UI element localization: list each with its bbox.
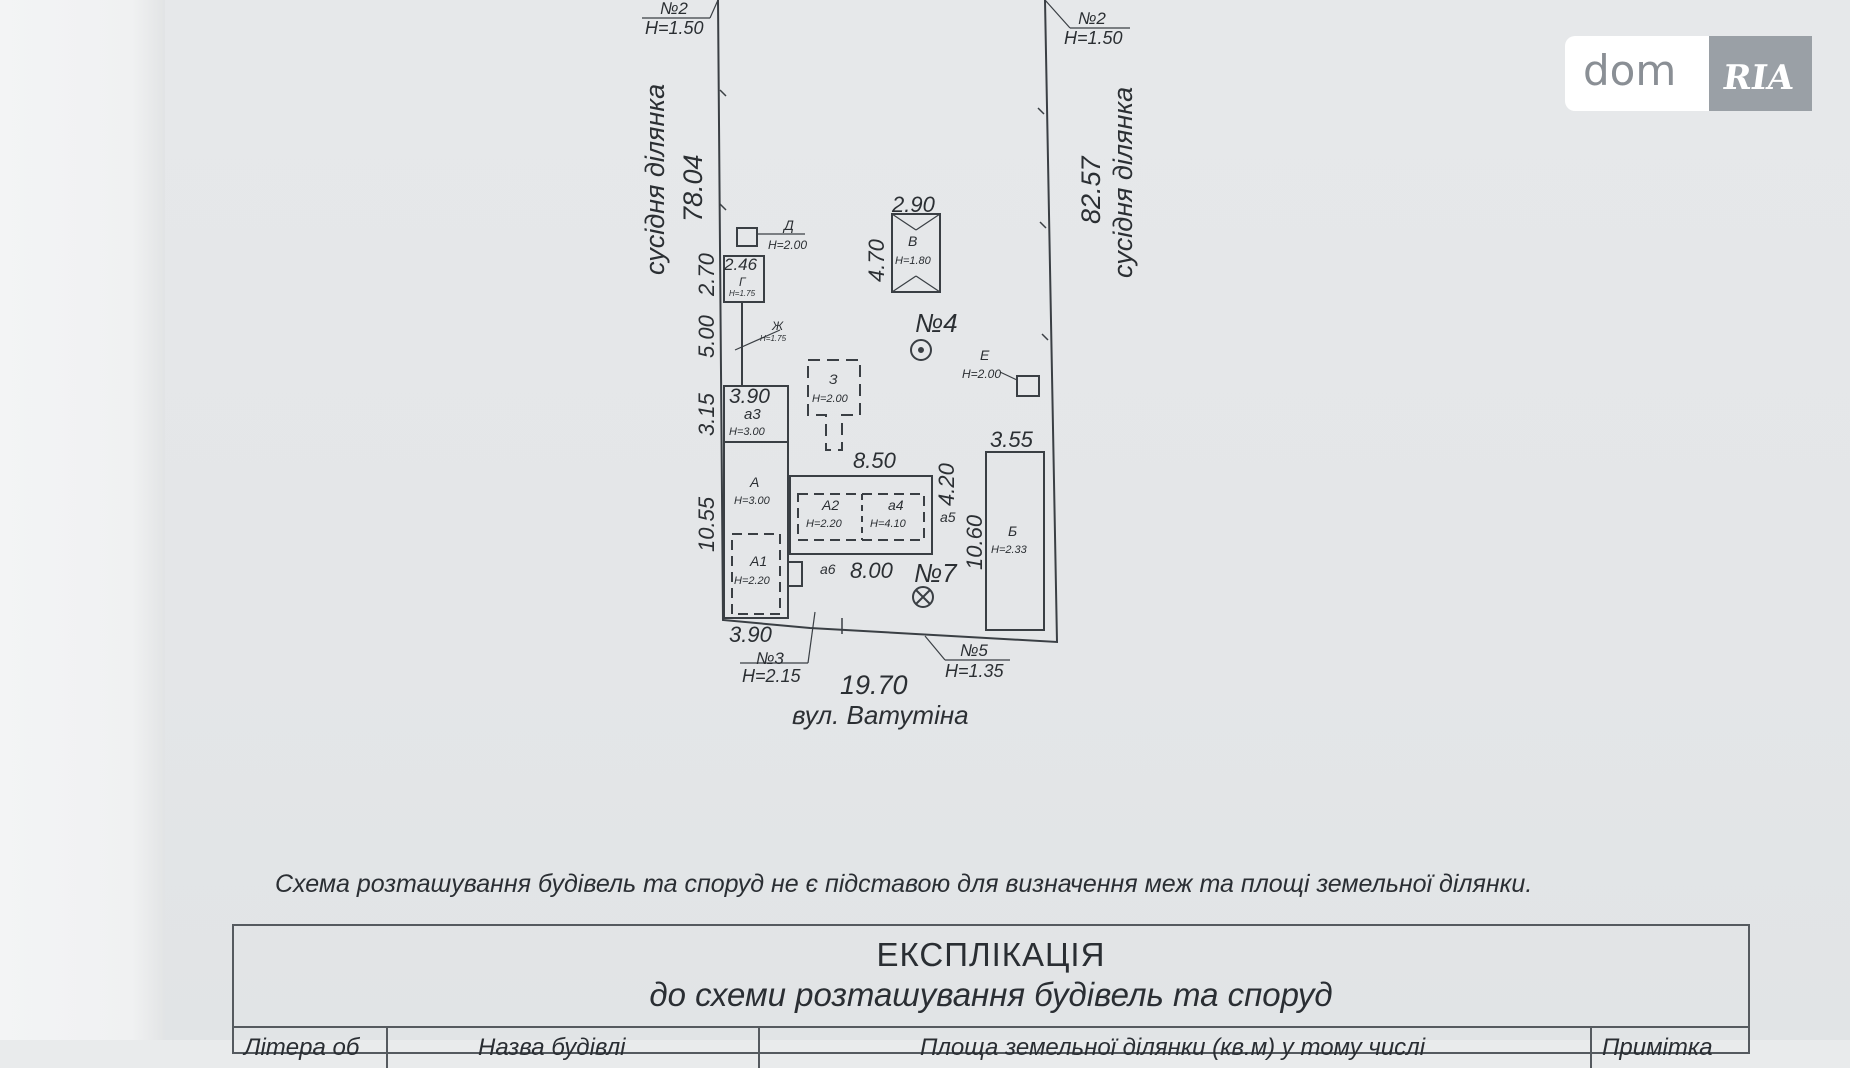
building-g-height: H=1.75 <box>729 289 756 298</box>
building-a <box>723 441 789 619</box>
building-z-height: H=2.00 <box>812 393 849 405</box>
building-g-label: Г <box>739 275 747 289</box>
marker-7-label: №7 <box>914 558 958 588</box>
logo-dom-text: dom <box>1583 46 1677 95</box>
building-b-label: Б <box>1008 523 1017 539</box>
building-a2 <box>789 475 933 555</box>
disclaimer-text: Схема розташування будівель та споруд не… <box>275 870 1533 898</box>
explication-table: ЕКСПЛІКАЦІЯ до схеми розташування будіве… <box>232 924 1750 1068</box>
building-a3-label: а3 <box>744 406 761 423</box>
dim-v-height: 4.70 <box>864 238 889 282</box>
building-a4-label: а4 <box>888 497 904 513</box>
dim-a-height: 10.55 <box>694 496 719 552</box>
building-b-height: H=2.33 <box>991 544 1028 556</box>
shed-d <box>736 227 758 247</box>
explication-header-row: Літера об Назва будівлі Площа земельної … <box>234 1026 1748 1068</box>
building-a-label: А <box>749 474 759 490</box>
dim-a3-width: 3.90 <box>729 385 770 408</box>
building-e-height: H=2.00 <box>962 367 1001 381</box>
plot-boundary <box>717 0 1059 644</box>
dim-zh-len: 5.00 <box>694 314 719 358</box>
neighbor-left-label: сусідня ділянка <box>640 84 670 275</box>
building-a4-height: H=4.10 <box>870 518 907 530</box>
column-header: Назва будівлі <box>388 1028 760 1068</box>
dim-right-side: 82.57 <box>1076 155 1106 224</box>
building-a6-label: а6 <box>820 561 836 577</box>
building-zh-height: H=1.75 <box>760 334 787 343</box>
site-plan-drawing: сусідня ділянка 78.04 82.57 сусідня діля… <box>640 0 1138 730</box>
building-v-height: H=1.80 <box>895 255 932 267</box>
marker-7-point <box>912 586 934 608</box>
point-2-left-h: H=1.50 <box>645 18 704 38</box>
building-e-label: Е <box>980 347 990 363</box>
building-a1-height: H=2.20 <box>734 575 771 587</box>
building-a-height: H=3.00 <box>734 495 771 507</box>
building-a5-label: а5 <box>940 509 956 525</box>
building-v <box>891 213 941 293</box>
dim-a3-height: 3.15 <box>694 392 719 436</box>
street-label: вул. Ватутіна <box>792 700 969 730</box>
explication-title: ЕКСПЛІКАЦІЯ <box>876 936 1106 973</box>
building-b <box>985 451 1045 631</box>
building-z-label: З <box>829 371 838 387</box>
dim-a2-top: 8.50 <box>853 448 897 473</box>
column-header: Літера об <box>234 1028 388 1068</box>
building-a2-label: А2 <box>821 497 839 513</box>
point-5-h: H=1.35 <box>945 661 1005 681</box>
point-3-h: H=2.15 <box>742 666 802 686</box>
neighbor-right-label: сусідня ділянка <box>1108 87 1138 278</box>
point-2-right-no: №2 <box>1078 9 1106 28</box>
document-page <box>165 0 1850 1040</box>
logo-ria-text: RIA <box>1720 58 1797 98</box>
point-3-no: №3 <box>756 649 784 668</box>
dim-g-width: 2.46 <box>723 255 758 274</box>
dim-v-width: 2.90 <box>891 192 936 217</box>
building-a2-height: H=2.20 <box>806 518 843 530</box>
dim-g-height: 2.70 <box>694 252 719 297</box>
dim-frontage: 19.70 <box>840 670 908 700</box>
building-zh-label: Ж <box>771 319 784 333</box>
column-header: Площа земельної ділянки (кв.м) у тому чи… <box>760 1028 1592 1068</box>
dim-bottom-a: 3.90 <box>729 622 773 647</box>
point-2-right-h: H=1.50 <box>1064 28 1123 48</box>
dim-a2-side: 4.20 <box>934 462 959 506</box>
toilet-z <box>807 359 861 451</box>
steps-a6 <box>787 561 803 587</box>
scan-left-margin <box>0 0 165 1040</box>
point-2-left-no: №2 <box>660 0 688 18</box>
dim-b-width: 3.55 <box>990 427 1034 452</box>
building-d-label: Д <box>782 217 794 233</box>
building-d-height: H=2.00 <box>768 238 807 252</box>
column-header: Примітка <box>1602 1034 1713 1061</box>
dim-a6-len: 8.00 <box>850 558 894 583</box>
domria-logo: dom RIA <box>1565 36 1812 111</box>
building-v-label: В <box>908 233 917 249</box>
logo-ria-box: RIA <box>1707 36 1812 111</box>
marker-4-point <box>910 339 932 361</box>
marker-4-label: №4 <box>915 308 958 338</box>
building-a1-label: А1 <box>749 553 767 569</box>
point-5-no: №5 <box>960 641 988 660</box>
building-e <box>1016 375 1040 397</box>
explication-subtitle: до схеми розташування будівель та споруд <box>649 976 1333 1013</box>
dim-b-height: 10.60 <box>962 514 987 570</box>
building-g <box>723 255 765 303</box>
building-a3-height: H=3.00 <box>729 426 766 438</box>
dim-left-side: 78.04 <box>678 154 708 222</box>
